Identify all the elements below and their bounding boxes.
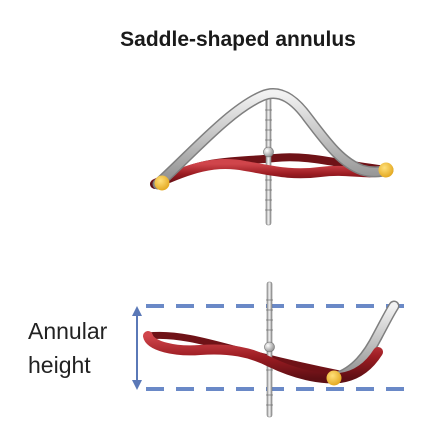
figure-title: Saddle-shaped annulus — [120, 28, 356, 51]
pole-ball-side — [264, 341, 275, 353]
annular-height-label-line1: Annular — [28, 318, 108, 344]
side-view-annulus — [132, 281, 406, 418]
yellow-marker-left-top — [154, 175, 170, 191]
red-annulus-front-side — [143, 331, 383, 384]
pole-ball-top — [263, 146, 274, 158]
annular-height-label-line2: height — [28, 352, 91, 378]
yellow-marker-side — [326, 370, 342, 386]
top-view-annulus — [150, 88, 394, 226]
yellow-marker-right-top — [378, 162, 394, 178]
annular-height-arrow — [132, 306, 142, 390]
silver-saddle-arch-highlight — [154, 89, 392, 188]
